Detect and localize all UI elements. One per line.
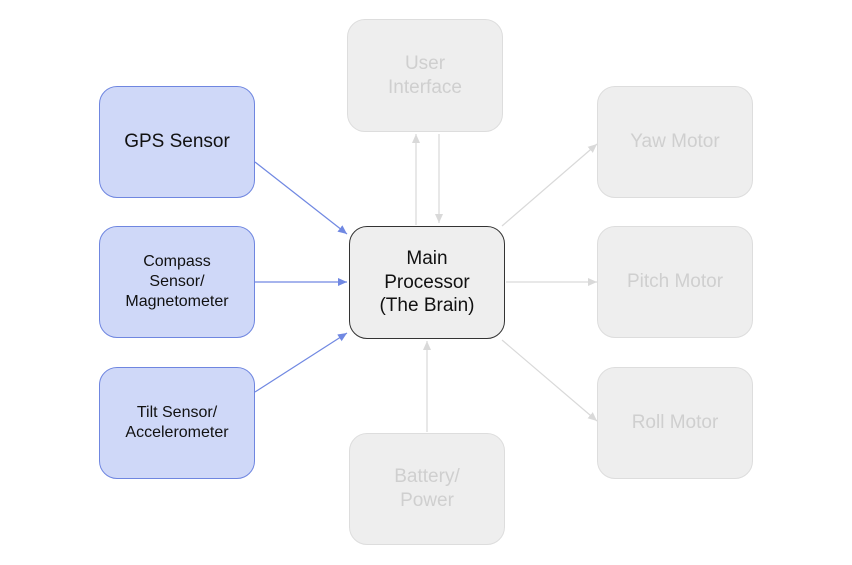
arrow-gps-to-main <box>254 161 348 235</box>
user-interface-node: User Interface <box>347 19 503 132</box>
node-label-line: Accelerometer <box>125 424 229 441</box>
node-label-line: GPS Sensor <box>124 131 230 153</box>
node-label-line: Compass <box>143 253 211 270</box>
node-label-line: Pitch Motor <box>626 271 724 293</box>
node-label-line: (The Brain) <box>379 295 475 317</box>
node-label-line: Processor <box>384 271 470 293</box>
node-label-line: Interface <box>388 76 462 98</box>
arrow-main-to-roll <box>501 339 598 422</box>
node-label-line: User <box>404 52 446 74</box>
main-processor-node: Main Processor (The Brain) <box>349 226 505 339</box>
node-label-line: Roll Motor <box>631 412 719 434</box>
node-label-line: Magnetometer <box>125 293 229 310</box>
compass-sensor-node: Compass Sensor/ Magnetometer <box>99 226 255 338</box>
node-label-line: Tilt Sensor/ <box>136 404 218 421</box>
roll-motor-node: Roll Motor <box>597 367 753 479</box>
tilt-sensor-node: Tilt Sensor/ Accelerometer <box>99 367 255 479</box>
yaw-motor-node: Yaw Motor <box>597 86 753 198</box>
node-label-line: Sensor/ <box>149 273 205 290</box>
battery-power-node: Battery/ Power <box>349 433 505 545</box>
node-label-line: Power <box>400 490 454 511</box>
arrow-tilt-to-main <box>254 332 348 393</box>
node-label-line: Main <box>406 247 448 269</box>
pitch-motor-node: Pitch Motor <box>597 226 753 338</box>
arrow-main-to-yaw <box>501 143 598 227</box>
node-label-line: Yaw Motor <box>630 131 720 153</box>
gps-sensor-node: GPS Sensor <box>99 86 255 198</box>
node-label-line: Battery/ <box>394 466 460 488</box>
